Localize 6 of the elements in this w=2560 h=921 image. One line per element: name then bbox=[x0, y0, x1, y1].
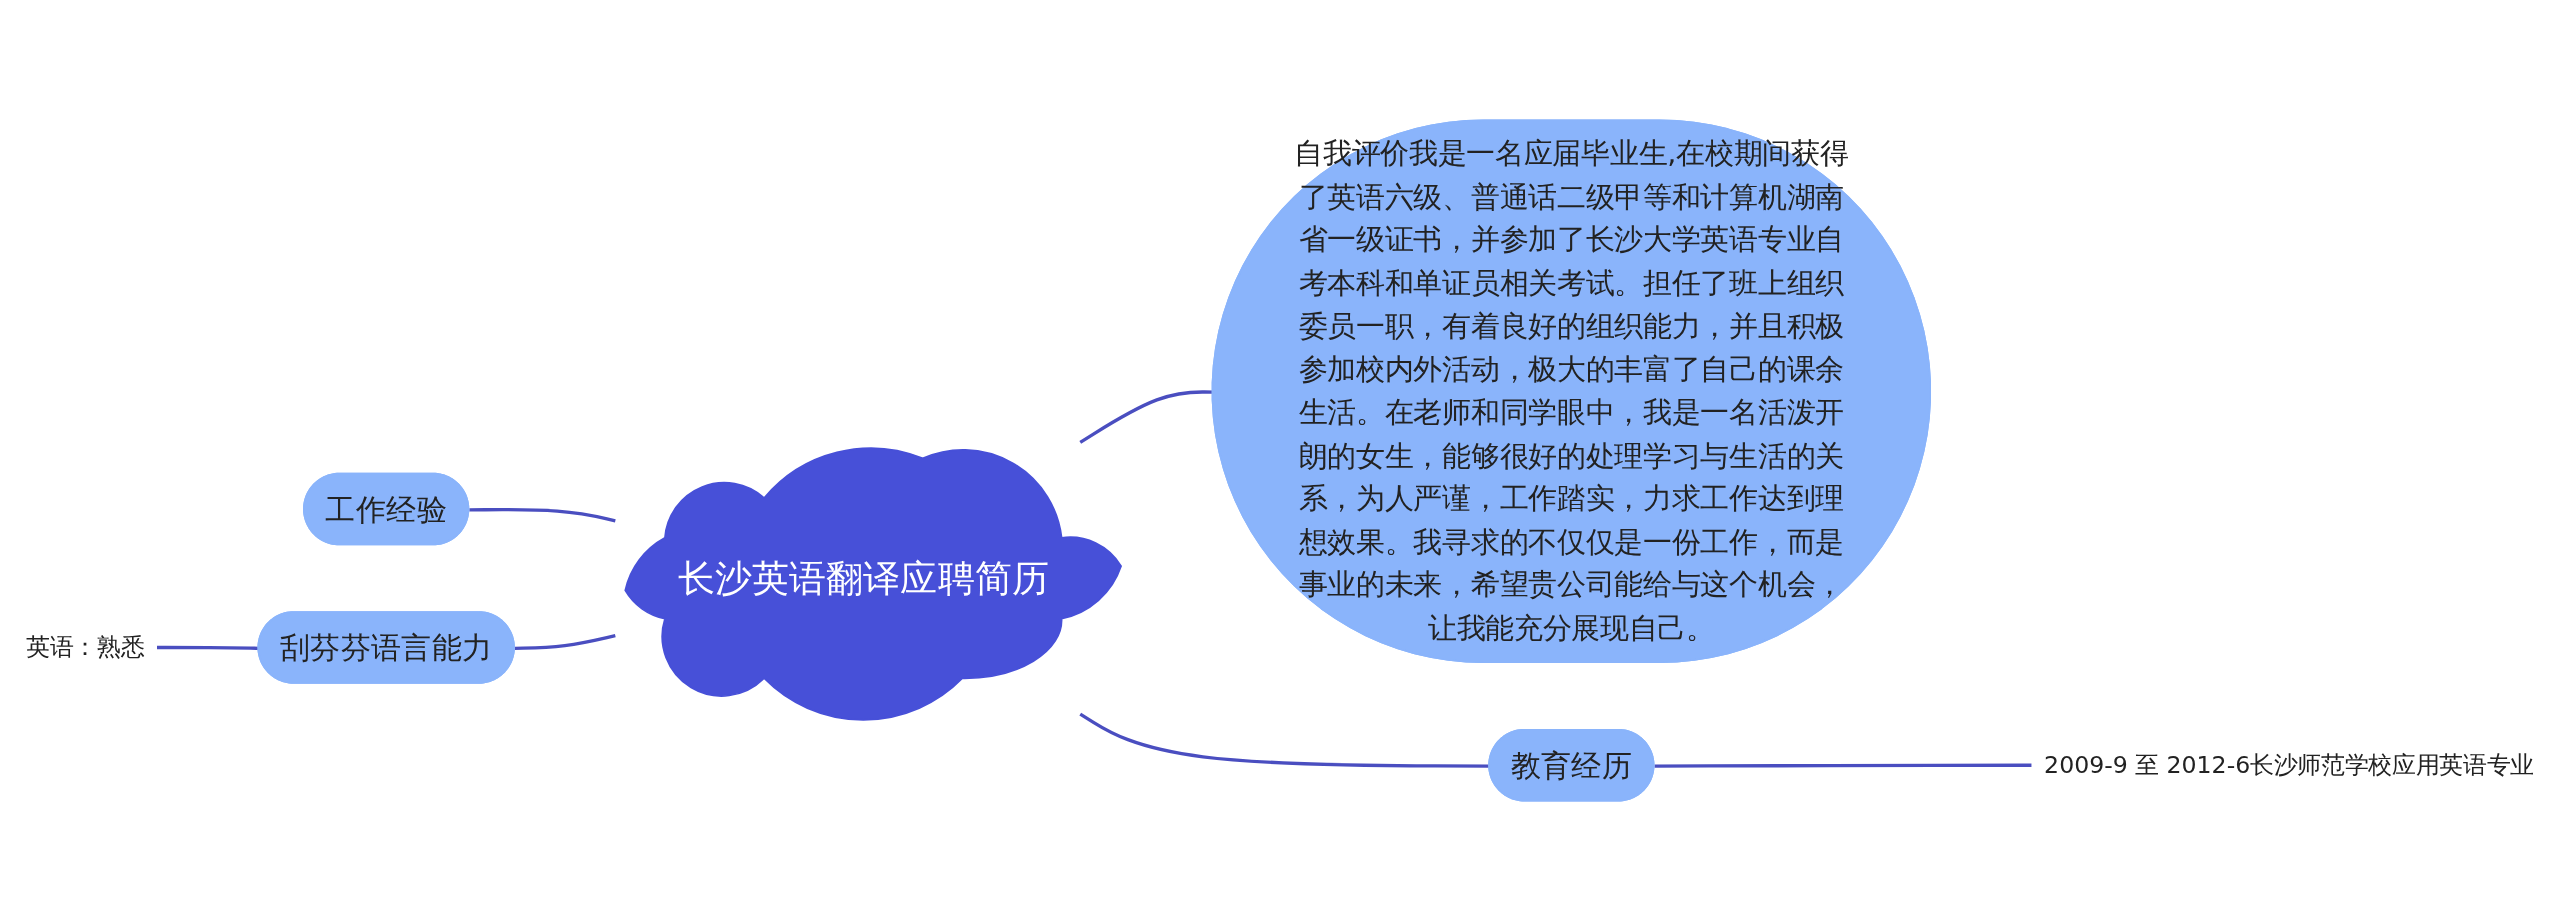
connector bbox=[1654, 763, 2032, 768]
connector bbox=[469, 507, 616, 523]
connector bbox=[1079, 712, 1490, 768]
connector bbox=[514, 634, 616, 650]
node-text: 英语：熟悉 bbox=[26, 633, 145, 661]
node-text: 2009-9 至 2012-6长沙师范学校应用英语专业 bbox=[2044, 750, 2534, 778]
